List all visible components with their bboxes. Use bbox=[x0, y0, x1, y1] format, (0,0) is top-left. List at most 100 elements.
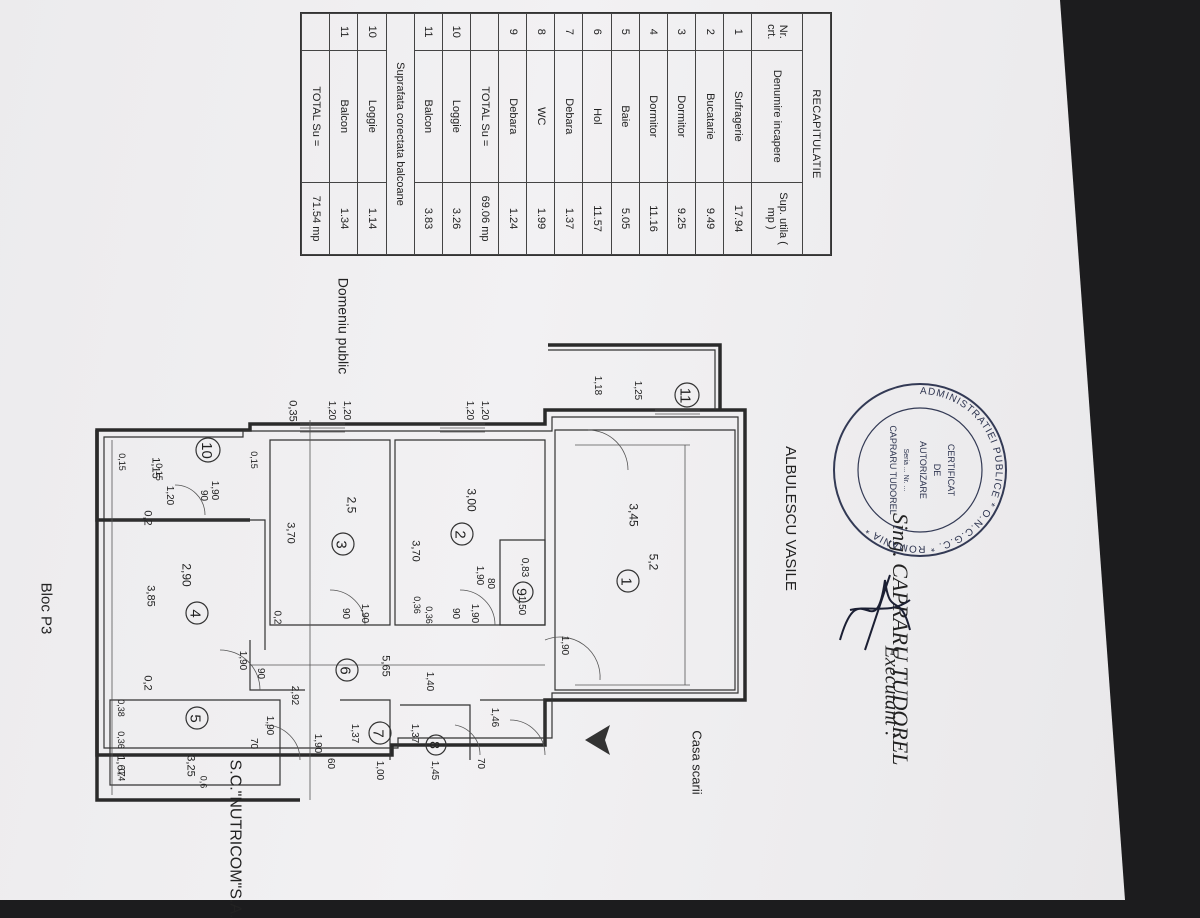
cell-area: 1.24 bbox=[498, 182, 527, 255]
dimension-label: 90 bbox=[450, 607, 462, 620]
dimension-label: 3,25 bbox=[184, 755, 197, 777]
header-name: Denumire incapere bbox=[751, 50, 803, 183]
dimension-label: 60 bbox=[325, 757, 337, 770]
window bbox=[300, 423, 345, 433]
dimension-label: 1,20 bbox=[464, 400, 476, 421]
dimension-label: 0,2 bbox=[271, 610, 283, 625]
cell-name: Dormitor bbox=[667, 50, 696, 183]
cell-area: 1.37 bbox=[554, 182, 583, 255]
dimension-label: 5,2 bbox=[646, 553, 661, 571]
cell-nr: 3 bbox=[667, 13, 696, 50]
total-row: TOTAL Su =71.54 mp bbox=[301, 13, 330, 255]
dimension-label: 3,85 bbox=[144, 585, 157, 607]
cell-nr: 2 bbox=[695, 13, 724, 50]
cell-name: Debara bbox=[554, 50, 583, 183]
cell-area: 11.16 bbox=[639, 182, 668, 255]
outer-wall-inner-line bbox=[103, 416, 739, 749]
dimension-label: 1,37 bbox=[409, 723, 421, 744]
cell-name: Dormitor bbox=[639, 50, 668, 183]
cell-area: 1.99 bbox=[526, 182, 555, 255]
dimension-label: 1,20 bbox=[164, 485, 176, 506]
door-swing bbox=[459, 589, 496, 626]
dimension-label: 0,36 bbox=[115, 731, 126, 749]
entrance-arrow-icon bbox=[585, 725, 610, 755]
dimension-label: 1,90 bbox=[359, 603, 371, 624]
cell-nr: 9 bbox=[498, 13, 527, 50]
dimension-label: 0,36 bbox=[411, 596, 422, 614]
header-area: Sup. utila ( mp ) bbox=[751, 182, 803, 255]
dimension-label: 1,90 bbox=[469, 603, 481, 624]
cell-name: Loggie bbox=[442, 50, 471, 183]
cell-area: 9.49 bbox=[695, 182, 724, 255]
total1-value: 69.06 mp bbox=[470, 182, 499, 255]
cell-area: 1.14 bbox=[357, 182, 387, 255]
room-7-marker bbox=[368, 721, 392, 745]
seal-line3: AUTORIZARE bbox=[918, 441, 928, 499]
dimension-label: 3,70 bbox=[284, 522, 297, 544]
room-number: 10 bbox=[197, 442, 215, 459]
hall-wall-2 bbox=[480, 699, 546, 745]
cell-nr: 8 bbox=[526, 13, 555, 50]
room-8-wall bbox=[400, 704, 471, 760]
door-swing bbox=[509, 719, 546, 756]
room-6-marker bbox=[335, 658, 359, 682]
room-number: 9 bbox=[513, 588, 530, 596]
dimension-label: 0,2 bbox=[141, 510, 154, 526]
dimension-label: 2,5 bbox=[344, 496, 359, 514]
door-swing bbox=[219, 649, 261, 691]
window bbox=[440, 423, 485, 433]
cell-nr: 10 bbox=[442, 13, 471, 50]
dimension-label: 90 bbox=[255, 667, 267, 680]
cell-nr: 11 bbox=[329, 13, 358, 50]
cell-name: WC bbox=[526, 50, 555, 183]
seal-line2: DE bbox=[932, 464, 942, 477]
dimension-label: 90 bbox=[198, 489, 210, 502]
door-swing bbox=[544, 636, 601, 681]
total-row: TOTAL Su =69.06 mp bbox=[470, 13, 499, 255]
dimension-label: 2,90 bbox=[179, 563, 194, 587]
window bbox=[655, 409, 700, 415]
dimension-label: 1,20 bbox=[341, 400, 353, 421]
street-label: ALBULESCU VASILE bbox=[781, 446, 799, 591]
cell-nr: 7 bbox=[554, 13, 583, 50]
cell-nr: 11 bbox=[414, 13, 443, 50]
dimension-label: 1,18 bbox=[592, 375, 604, 396]
cell-name: Sufragerie bbox=[723, 50, 752, 183]
dimension-label: 3,00 bbox=[464, 488, 479, 512]
balcony-11-wall bbox=[548, 349, 716, 410]
recap-title: RECAPITULATIE bbox=[802, 13, 831, 255]
room-8-marker bbox=[425, 734, 447, 756]
room-number: 7 bbox=[369, 729, 387, 738]
outer-wall bbox=[95, 408, 747, 757]
cell-name: Balcon bbox=[329, 50, 358, 183]
cell-nr: 6 bbox=[582, 13, 612, 50]
room-number: 3 bbox=[332, 540, 350, 549]
dimension-label: 1,90 bbox=[209, 480, 221, 501]
cell-nr: 1 bbox=[723, 13, 752, 50]
seal-series: Seria ... Nr. ... bbox=[902, 449, 909, 492]
room-4-marker bbox=[185, 601, 209, 625]
dimension-label: 0,15 bbox=[153, 463, 164, 481]
dimension-label: 1,90 bbox=[474, 565, 486, 586]
room-number: 1 bbox=[617, 577, 635, 586]
dimension-line bbox=[575, 444, 690, 686]
seal-line4: CAPRARU TUDOREL bbox=[888, 425, 898, 514]
room-3-wall bbox=[269, 439, 391, 626]
bloc-label: Bloc P3 bbox=[37, 582, 55, 635]
room-5-wall bbox=[109, 699, 281, 786]
room-4-wall bbox=[110, 519, 266, 650]
dimension-label: 1,25 bbox=[632, 380, 644, 401]
document-paper bbox=[0, 0, 1125, 900]
cell-area: 17.94 bbox=[723, 182, 752, 255]
dimension-label: 0,15 bbox=[248, 451, 259, 469]
dimension-label: 1,40 bbox=[424, 671, 436, 692]
